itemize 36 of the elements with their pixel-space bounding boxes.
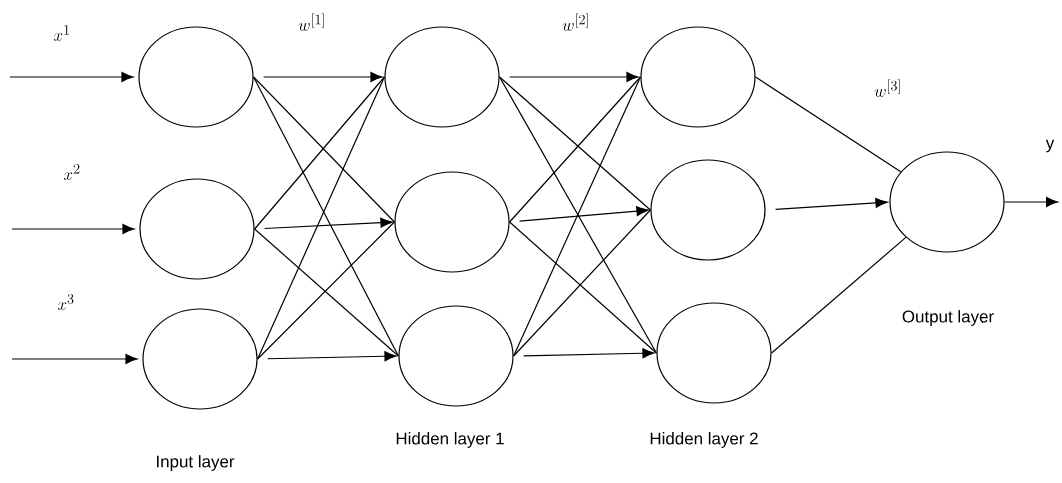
math-label: $x^{3}$: [57, 293, 74, 310]
math-label: $w^{[3]}$: [874, 79, 900, 97]
arrow: [267, 351, 397, 362]
arrow: [509, 71, 639, 82]
arrow: [1004, 196, 1059, 207]
arrow: [11, 223, 135, 234]
neuron-circle: [139, 178, 255, 280]
neuron-circle: [384, 26, 500, 128]
connection-line: [499, 76, 651, 211]
neuron-circle: [142, 308, 258, 410]
connection-line: [499, 76, 657, 354]
connection-line: [513, 209, 651, 357]
neuron-circle: [398, 305, 514, 407]
neuron-circle: [889, 151, 1005, 253]
math-label: $x^{1}$: [53, 24, 69, 41]
connection-line: [755, 76, 902, 173]
neuron-circle: [138, 26, 254, 128]
neuron-circle: [394, 171, 510, 273]
neuron-circle: [640, 26, 756, 128]
connection-line: [509, 76, 641, 223]
arrow: [264, 217, 393, 230]
arrow: [775, 197, 888, 210]
math-label: $x^{2}$: [63, 163, 80, 180]
connection-line: [513, 76, 641, 357]
math-label: $w^{[1]}$: [298, 13, 324, 31]
neuron-circle: [656, 302, 772, 404]
arrow: [523, 348, 655, 359]
arrow: [518, 206, 649, 222]
math-label: $w^{[2]}$: [562, 13, 588, 31]
layer-label: y: [1045, 139, 1055, 153]
connection-line: [509, 221, 657, 354]
connection-line: [771, 236, 907, 354]
arrow: [9, 71, 134, 82]
neuron-circle: [650, 159, 766, 261]
arrow: [11, 353, 138, 365]
arrow: [263, 71, 383, 82]
